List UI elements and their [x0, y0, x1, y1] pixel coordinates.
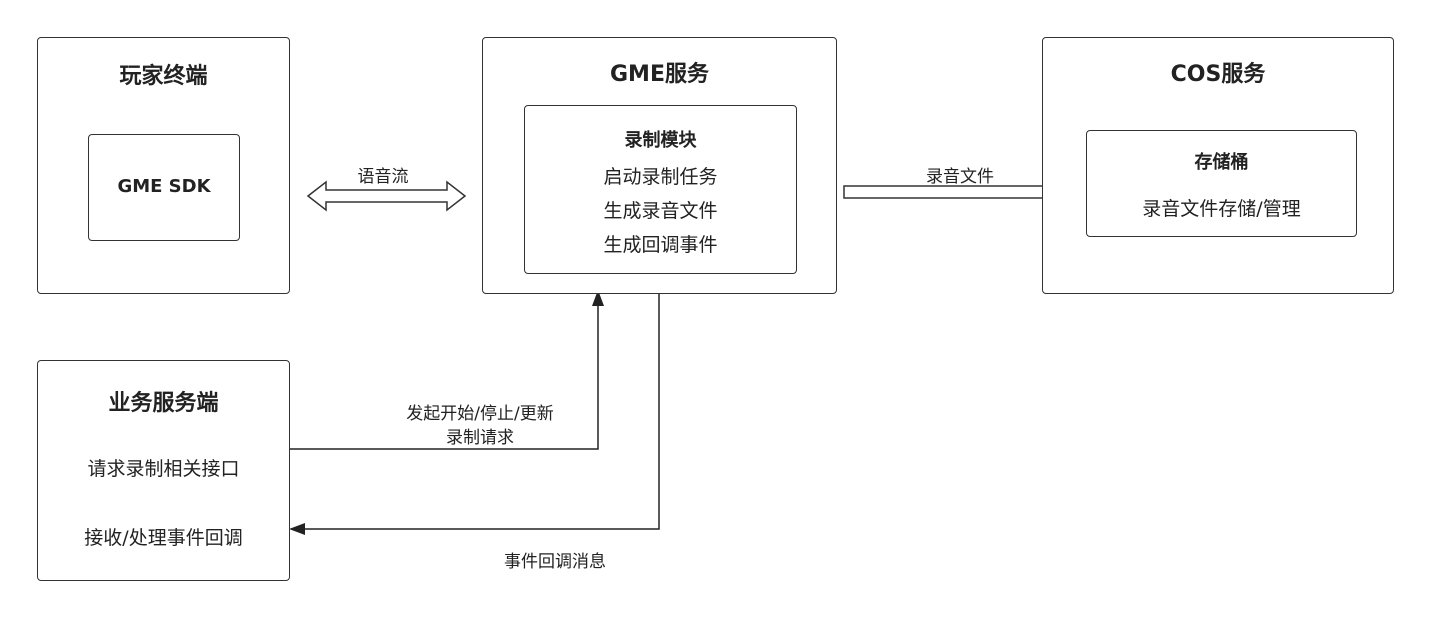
callback-connector [305, 294, 660, 530]
cos-service-box: COS服务 存储桶 录音文件存储/管理 [1042, 37, 1394, 294]
gme-service-box: GME服务 录制模块 启动录制任务 生成录音文件 生成回调事件 [482, 37, 837, 294]
gme-sdk-label: GME SDK [117, 176, 211, 197]
gme-service-title: GME服务 [610, 62, 709, 87]
recording-module-title: 录制模块 [624, 130, 697, 151]
record-file-label: 录音文件 [926, 167, 994, 187]
recording-module-box: 录制模块 启动录制任务 生成录音文件 生成回调事件 [524, 105, 797, 274]
cos-service-title: COS服务 [1170, 62, 1266, 87]
business-server-box: 业务服务端 请求录制相关接口 接收/处理事件回调 [37, 360, 290, 581]
module-line-generate-file: 生成录音文件 [603, 200, 718, 222]
callback-message-label: 事件回调消息 [504, 552, 606, 572]
callback-arrowhead [289, 523, 305, 535]
module-line-generate-callback: 生成回调事件 [603, 234, 718, 256]
bucket-line-storage: 录音文件存储/管理 [1142, 198, 1301, 220]
voice-stream-arrow [306, 180, 467, 212]
voice-stream-label: 语音流 [357, 167, 409, 187]
business-line-callback: 接收/处理事件回调 [84, 527, 243, 549]
bucket-title: 存储桶 [1194, 152, 1249, 173]
request-label-line2: 录制请求 [446, 428, 514, 448]
player-terminal-box: 玩家终端 GME SDK [37, 37, 290, 294]
request-connector [290, 306, 599, 450]
bucket-box: 存储桶 录音文件存储/管理 [1086, 130, 1357, 237]
player-terminal-title: 玩家终端 [119, 64, 208, 89]
module-line-start-task: 启动录制任务 [603, 166, 718, 188]
business-server-title: 业务服务端 [108, 391, 219, 416]
request-arrowhead [592, 290, 604, 306]
business-line-request: 请求录制相关接口 [87, 458, 240, 480]
gme-sdk-box: GME SDK [88, 134, 240, 241]
request-label-line1: 发起开始/停止/更新 [406, 404, 554, 424]
